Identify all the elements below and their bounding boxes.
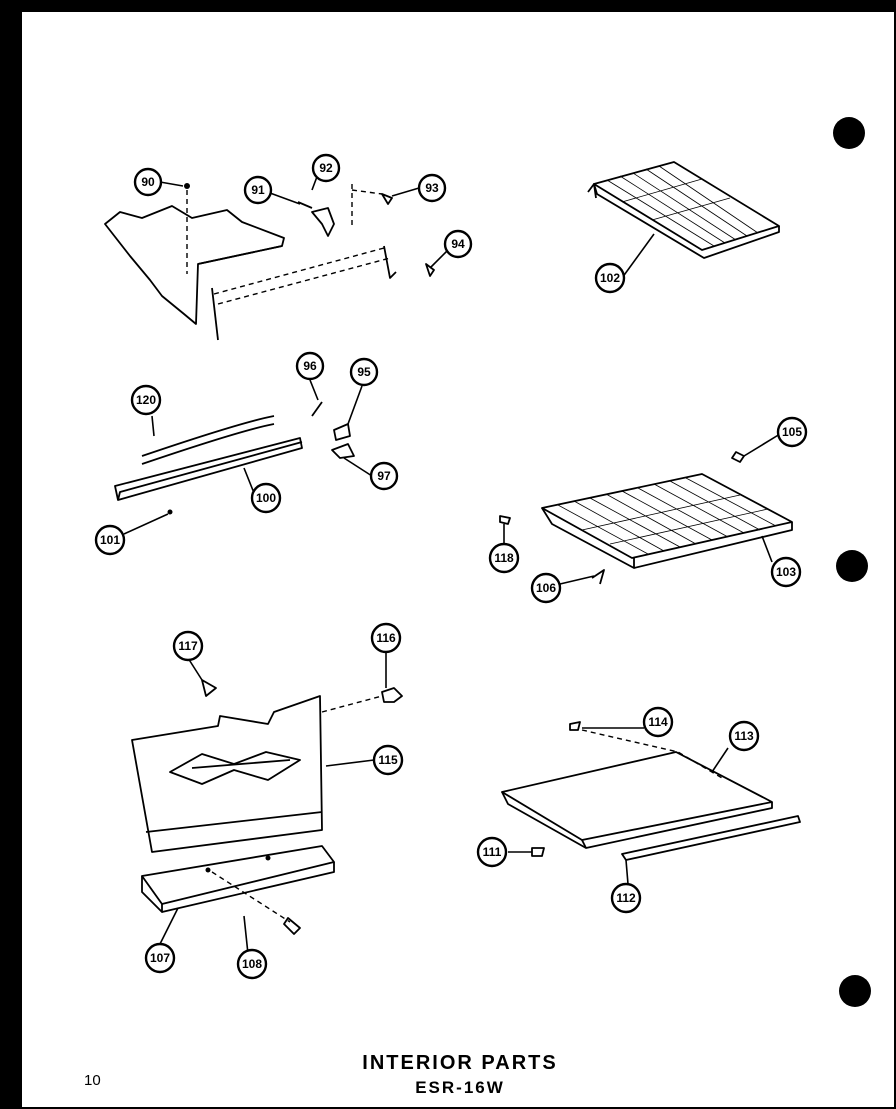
svg-text:97: 97 bbox=[377, 469, 391, 483]
part-label-96: 96 bbox=[295, 351, 325, 381]
part-label-107: 107 bbox=[144, 942, 176, 974]
svg-text:93: 93 bbox=[425, 181, 439, 195]
part-label-117: 117 bbox=[172, 630, 204, 662]
part-label-108: 108 bbox=[236, 948, 268, 980]
svg-text:101: 101 bbox=[100, 533, 120, 547]
binder-hole-bottom bbox=[839, 975, 871, 1007]
svg-text:106: 106 bbox=[536, 581, 556, 595]
crisper-frame-107 bbox=[141, 845, 335, 935]
part-label-115: 115 bbox=[372, 744, 404, 776]
wire-shelf-102 bbox=[587, 161, 780, 259]
cabinet-wall-assembly bbox=[104, 183, 435, 341]
part-label-112: 112 bbox=[610, 882, 642, 914]
part-label-95: 95 bbox=[349, 357, 379, 387]
svg-text:120: 120 bbox=[136, 393, 156, 407]
svg-text:113: 113 bbox=[734, 729, 754, 743]
part-label-120: 120 bbox=[130, 384, 162, 416]
part-label-113: 113 bbox=[728, 720, 760, 752]
part-label-91: 91 bbox=[243, 175, 273, 205]
svg-text:112: 112 bbox=[616, 891, 636, 905]
wire-shelf-103 bbox=[499, 451, 793, 585]
svg-text:91: 91 bbox=[251, 183, 265, 197]
svg-text:95: 95 bbox=[357, 365, 371, 379]
part-label-111: 111 bbox=[476, 836, 508, 868]
svg-text:94: 94 bbox=[451, 237, 465, 251]
part-label-100: 100 bbox=[250, 482, 282, 514]
part-label-102: 102 bbox=[594, 262, 626, 294]
svg-text:90: 90 bbox=[141, 175, 155, 189]
svg-text:116: 116 bbox=[376, 631, 396, 645]
svg-text:111: 111 bbox=[483, 845, 502, 859]
part-label-94: 94 bbox=[443, 229, 473, 259]
svg-text:103: 103 bbox=[776, 565, 796, 579]
part-label-105: 105 bbox=[776, 416, 808, 448]
svg-text:115: 115 bbox=[378, 753, 398, 767]
part-label-93: 93 bbox=[417, 173, 447, 203]
part-label-97: 97 bbox=[369, 461, 399, 491]
screw-90 bbox=[184, 183, 190, 189]
svg-text:105: 105 bbox=[782, 425, 802, 439]
parts-sheet: 90 91 92 93 94 96 95 97 120 100 101 102 … bbox=[22, 12, 894, 1107]
page-number: 10 bbox=[84, 1072, 101, 1089]
page-title: INTERIOR PARTS bbox=[362, 1052, 558, 1074]
crisper-cover-115 bbox=[131, 679, 403, 853]
model-number: ESR-16W bbox=[415, 1078, 505, 1097]
svg-text:108: 108 bbox=[242, 957, 262, 971]
part-label-114: 114 bbox=[642, 706, 674, 738]
svg-text:117: 117 bbox=[178, 639, 198, 653]
svg-text:100: 100 bbox=[256, 491, 276, 505]
svg-text:107: 107 bbox=[150, 951, 170, 965]
part-label-118: 118 bbox=[488, 542, 520, 574]
binder-hole-middle bbox=[836, 550, 868, 582]
exploded-parts-diagram: 90 91 92 93 94 96 95 97 120 100 101 102 … bbox=[94, 117, 871, 1007]
part-label-101: 101 bbox=[94, 524, 126, 556]
part-label-116: 116 bbox=[370, 622, 402, 654]
leader-lines bbox=[123, 173, 781, 955]
svg-text:118: 118 bbox=[494, 551, 514, 565]
part-label-92: 92 bbox=[311, 153, 341, 183]
part-label-90: 90 bbox=[133, 167, 163, 197]
svg-text:102: 102 bbox=[600, 271, 620, 285]
svg-text:114: 114 bbox=[648, 715, 668, 729]
rail-assembly bbox=[114, 401, 355, 515]
binder-hole-top bbox=[833, 117, 865, 149]
part-label-103: 103 bbox=[770, 556, 802, 588]
svg-text:96: 96 bbox=[303, 359, 317, 373]
glass-shelf-113 bbox=[501, 721, 801, 861]
svg-text:92: 92 bbox=[319, 161, 333, 175]
part-label-106: 106 bbox=[530, 572, 562, 604]
